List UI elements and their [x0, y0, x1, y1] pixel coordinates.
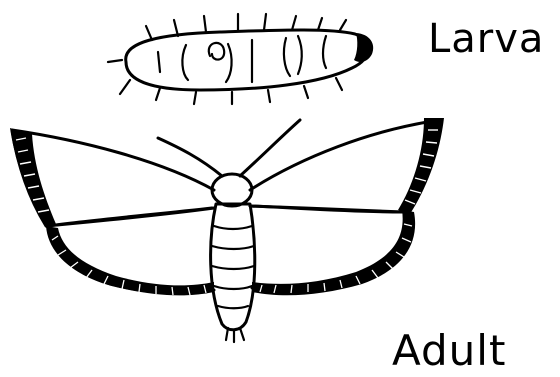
- larva-segment-8: [323, 36, 326, 68]
- larva-label: Larva: [428, 16, 544, 62]
- larva-head: [354, 33, 373, 62]
- larva-drawing: [108, 14, 373, 104]
- larva-segment-3: [209, 43, 224, 60]
- right-hindwing: [250, 206, 406, 290]
- larva-segment-2: [182, 45, 188, 80]
- larva-body: [126, 30, 368, 90]
- tail-tuft: [226, 328, 244, 342]
- larva-segment-1: [158, 52, 160, 72]
- right-hindwing-fringe: [252, 210, 415, 295]
- moth-head: [212, 174, 252, 206]
- larva-segment-4: [226, 44, 232, 82]
- adult-label: Adult: [392, 326, 506, 375]
- larva-segment-6: [284, 38, 290, 76]
- left-forewing-fringe: [10, 128, 56, 228]
- abdomen-segments: [212, 226, 254, 308]
- left-hindwing-fringe: [46, 226, 214, 295]
- larva-segment-7: [298, 36, 302, 74]
- adult-drawing: [10, 118, 444, 342]
